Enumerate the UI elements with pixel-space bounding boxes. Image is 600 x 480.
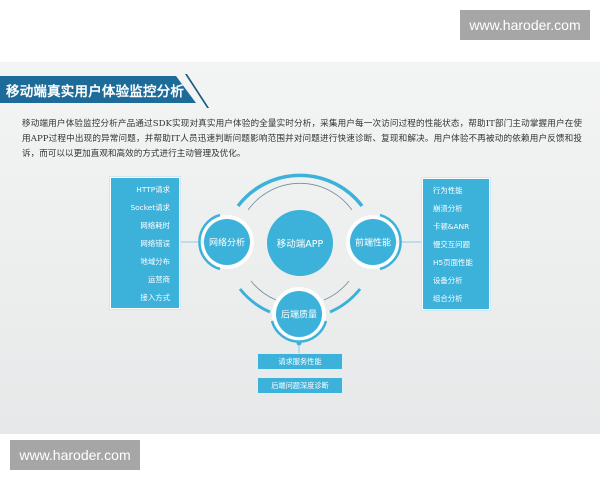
watermark-bottom: www.haroder.com <box>10 440 140 470</box>
panel-item: 网络耗时 <box>140 221 170 230</box>
bottom-node-label: 后端质量 <box>280 310 318 321</box>
panel-item: 设备分析 <box>433 276 463 285</box>
panel-item: 网络错误 <box>140 239 170 248</box>
panel-item: 地域分布 <box>140 257 170 266</box>
left-node-label: 网络分析 <box>208 238 246 249</box>
watermark-top: www.haroder.com <box>460 10 590 40</box>
panel-item: 行为性能 <box>433 186 463 195</box>
panel-item: 慢交互问题 <box>433 240 470 249</box>
frontend-performance-panel: 行为性能 崩溃分析 卡顿&ANR 慢交互问题 H5页面性能 设备分析 组合分析 <box>422 178 490 310</box>
backend-subbox-1: 请求服务性能 <box>258 354 342 369</box>
page-title: 移动端真实用户体验监控分析 <box>6 84 185 100</box>
title-band <box>0 76 196 103</box>
panel-item: HTTP请求 <box>136 185 170 194</box>
panel-item: Socket请求 <box>130 203 170 212</box>
panel-item: 组合分析 <box>433 294 463 303</box>
panel-item: 崩溃分析 <box>433 204 463 213</box>
center-node-label: 移动端APP <box>276 239 324 250</box>
panel-item: 接入方式 <box>140 293 170 302</box>
panel-item: 卡顿&ANR <box>433 222 470 231</box>
right-node-label: 前端性能 <box>354 238 392 249</box>
panel-item: H5页面性能 <box>433 258 473 267</box>
backend-subbox-2: 后端问题深度诊断 <box>258 378 342 393</box>
description-paragraph: 移动端用户体验监控分析产品通过SDK实现对真实用户体验的全量实时分析，采集用户每… <box>22 119 582 159</box>
network-analysis-panel: HTTP请求 Socket请求 网络耗时 网络错误 地域分布 运营商 接入方式 <box>110 177 180 309</box>
panel-item: 运营商 <box>147 275 170 284</box>
